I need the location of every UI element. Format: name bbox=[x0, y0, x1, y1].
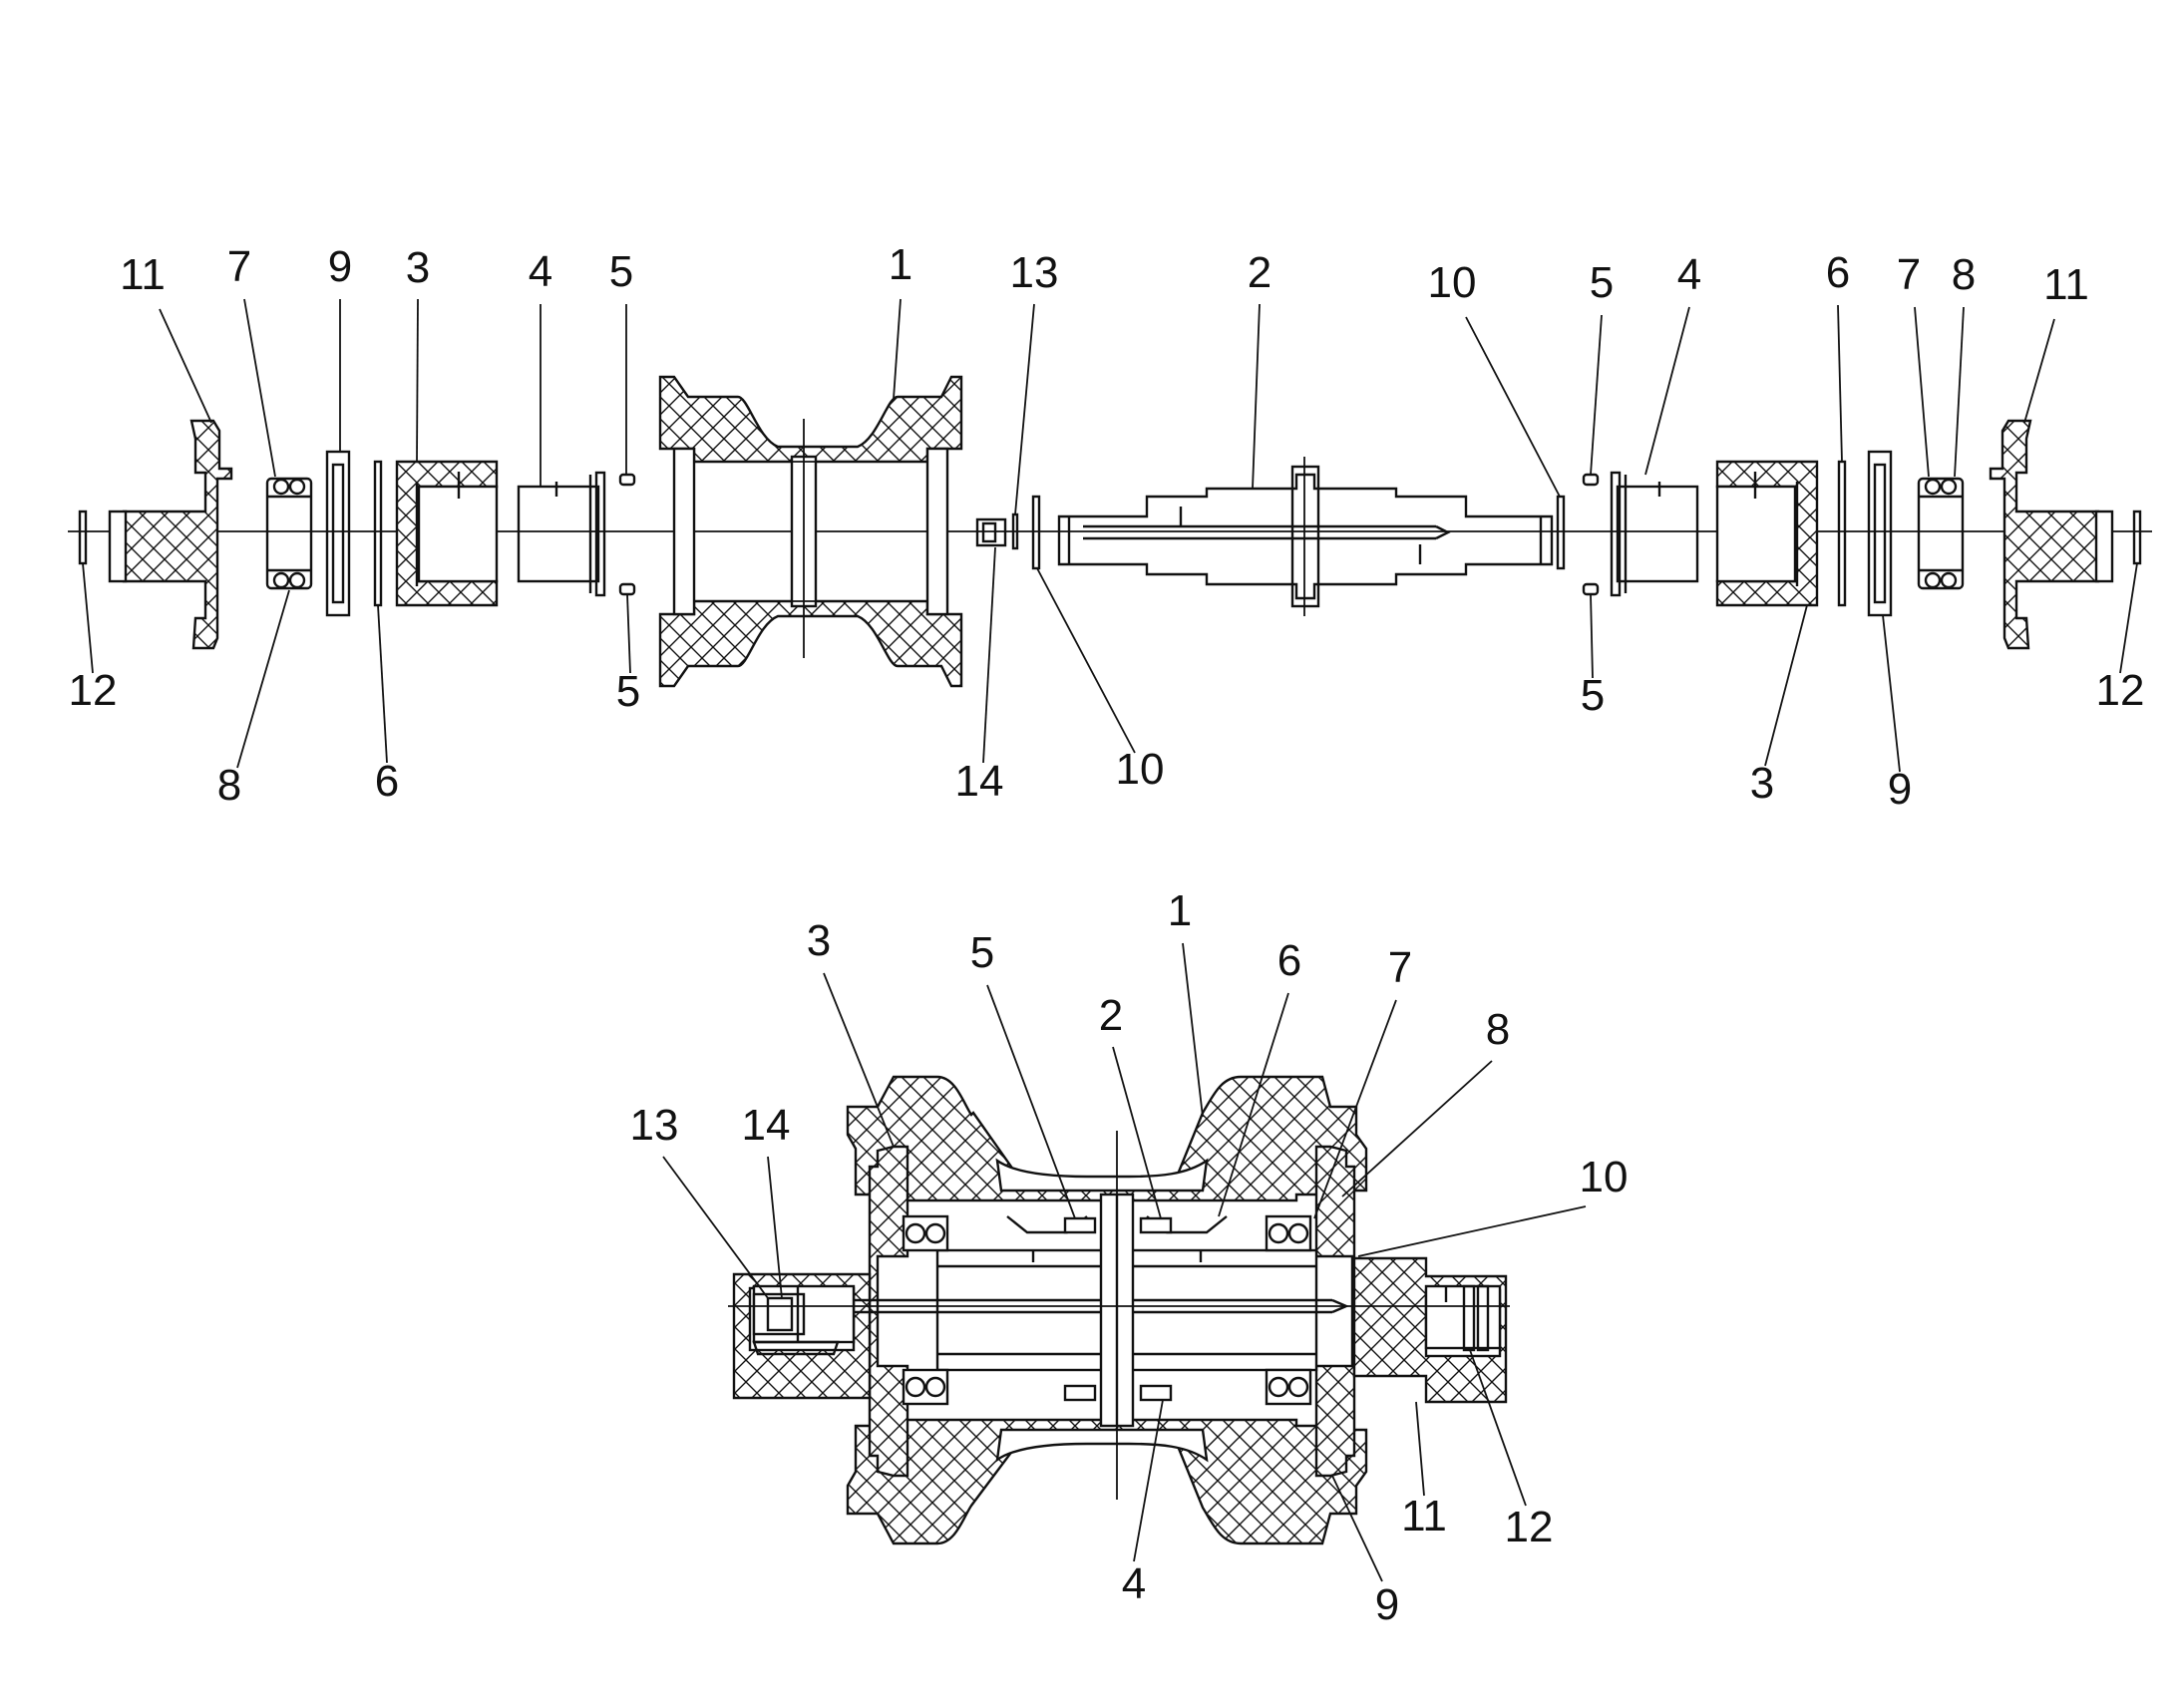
exploded-label-1: 1 bbox=[889, 240, 912, 289]
exploded-label-12: 12 bbox=[2096, 666, 2145, 715]
exploded-label-4: 4 bbox=[1677, 250, 1701, 299]
assembled-left-housing bbox=[868, 1145, 909, 1478]
assembled-label-14: 14 bbox=[742, 1101, 791, 1150]
exploded-label-13: 13 bbox=[1010, 248, 1059, 297]
part-7-right-bearing bbox=[1917, 477, 1965, 590]
part-1-roller-body bbox=[658, 375, 963, 688]
exploded-label-8: 8 bbox=[217, 761, 241, 810]
exploded-label-10: 10 bbox=[1116, 745, 1165, 794]
exploded-label-10: 10 bbox=[1428, 258, 1477, 307]
assembled-bearings bbox=[902, 1214, 1312, 1406]
exploded-label-11: 11 bbox=[120, 250, 166, 299]
assembled-roller-body-top bbox=[846, 1075, 1368, 1202]
exploded-label-5: 5 bbox=[1581, 671, 1605, 720]
part-10-left-retainer bbox=[1031, 495, 1041, 570]
part-14-plug bbox=[975, 517, 1007, 547]
part-10-right-retainer bbox=[1556, 495, 1566, 570]
exploded-label-8: 8 bbox=[1952, 250, 1976, 299]
exploded-label-5: 5 bbox=[616, 667, 640, 716]
exploded-label-5: 5 bbox=[1590, 258, 1614, 307]
exploded-label-5: 5 bbox=[609, 247, 633, 296]
exploded-label-3: 3 bbox=[1750, 759, 1774, 808]
part-11-right-collar bbox=[1989, 419, 2100, 650]
exploded-label-4: 4 bbox=[529, 247, 552, 296]
assembled-label-5: 5 bbox=[970, 928, 994, 977]
exploded-label-3: 3 bbox=[406, 243, 430, 292]
part-5-right-pin-top bbox=[1582, 473, 1600, 487]
assembled-label-8: 8 bbox=[1486, 1005, 1510, 1054]
exploded-label-14: 14 bbox=[955, 757, 1004, 806]
assembled-label-7: 7 bbox=[1388, 943, 1412, 992]
exploded-label-6: 6 bbox=[1826, 248, 1850, 297]
assembled-right-housing bbox=[1314, 1145, 1356, 1478]
exploded-label-12: 12 bbox=[69, 666, 118, 715]
exploded-label-9: 9 bbox=[1888, 765, 1912, 814]
part-4-right-bushing bbox=[1610, 471, 1699, 597]
part-5-left-pin-top bbox=[618, 473, 636, 487]
part-2-shaft bbox=[1057, 457, 1554, 616]
assembled-label-13: 13 bbox=[630, 1101, 679, 1150]
part-9-right-seal bbox=[1867, 450, 1893, 617]
assembled-bushings bbox=[1006, 1215, 1228, 1402]
assembled-label-3: 3 bbox=[807, 916, 831, 965]
exploded-label-7: 7 bbox=[1897, 250, 1921, 299]
part-3-left-seal-housing bbox=[395, 460, 499, 607]
part-9-left-seal bbox=[325, 450, 351, 617]
assembled-left-plug bbox=[752, 1286, 840, 1356]
part-6-right-o-ring bbox=[1837, 460, 1847, 607]
assembled-labels: 3 5 1 6 7 2 8 13 14 10 11 12 4 9 bbox=[630, 886, 1629, 1629]
exploded-label-7: 7 bbox=[227, 242, 251, 291]
assembled-label-1: 1 bbox=[1168, 886, 1192, 935]
part-6-left-o-ring bbox=[373, 460, 383, 607]
part-12-right-snap-ring bbox=[2132, 510, 2142, 565]
assembled-label-12: 12 bbox=[1505, 1503, 1554, 1551]
assembled-leader-lines bbox=[662, 942, 1587, 1582]
assembled-label-10: 10 bbox=[1580, 1153, 1629, 1201]
part-3-right-seal-housing bbox=[1715, 460, 1819, 607]
exploded-label-6: 6 bbox=[375, 757, 399, 806]
part-5-right-pin-bottom bbox=[1582, 582, 1600, 596]
part-7-left-bearing bbox=[265, 477, 313, 590]
assembled-label-11: 11 bbox=[1401, 1492, 1447, 1540]
part-5-left-pin-bottom bbox=[618, 582, 636, 596]
part-12-left-snap-ring bbox=[78, 510, 88, 565]
assembled-label-6: 6 bbox=[1277, 936, 1301, 985]
part-4-left-bushing bbox=[517, 471, 606, 597]
assembled-view: 3 5 1 6 7 2 8 13 14 10 11 12 4 9 bbox=[630, 886, 1629, 1629]
assembled-label-4: 4 bbox=[1122, 1559, 1146, 1608]
exploded-label-11: 11 bbox=[2043, 260, 2089, 309]
exploded-leader-lines bbox=[82, 298, 2138, 773]
part-11-left-collar bbox=[122, 419, 233, 650]
assembled-right-end bbox=[1444, 1284, 1490, 1352]
exploded-label-2: 2 bbox=[1248, 248, 1272, 297]
exploded-label-9: 9 bbox=[328, 242, 352, 291]
assembled-label-2: 2 bbox=[1099, 991, 1123, 1040]
assembled-label-9: 9 bbox=[1375, 1580, 1399, 1629]
